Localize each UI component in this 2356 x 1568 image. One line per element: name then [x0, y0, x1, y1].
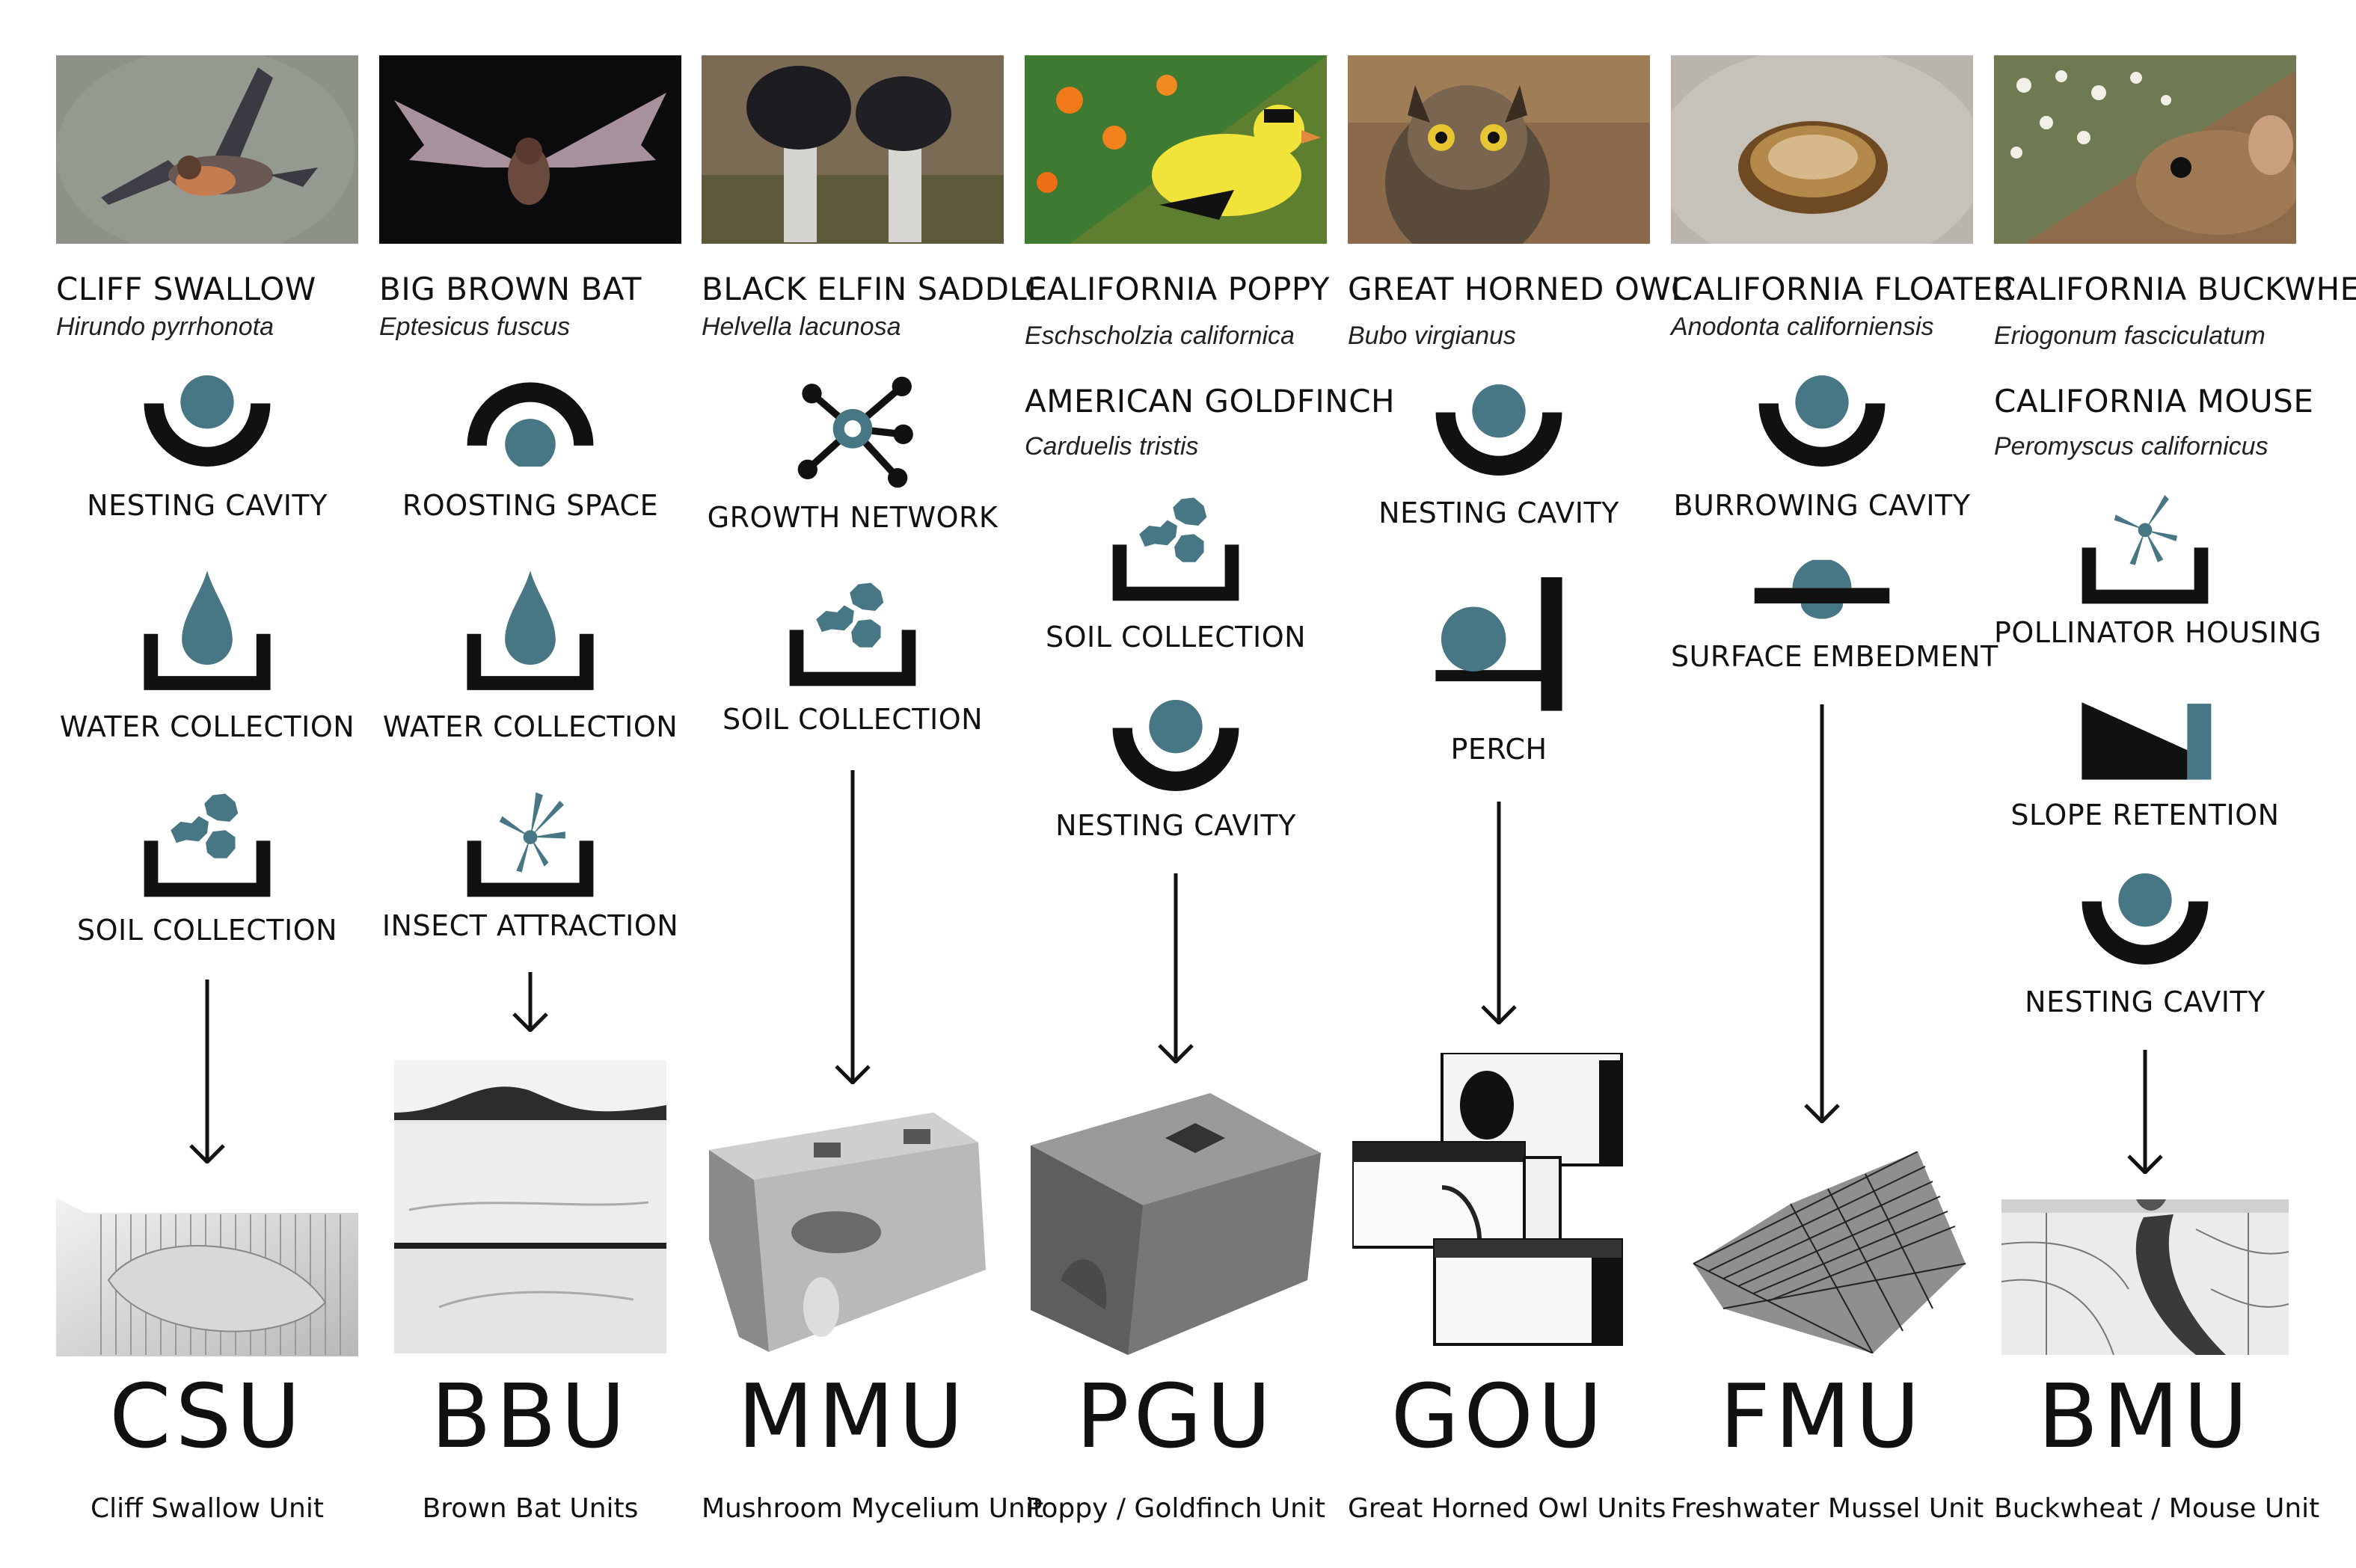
scientific-name-2: Carduelis tristis	[1025, 432, 1199, 461]
california-floater-photo	[1671, 55, 1973, 244]
species-name: GREAT HORNED OWL	[1348, 271, 1690, 307]
scientific-name: Bubo virgianus	[1348, 322, 1516, 350]
down-arrow-icon	[1025, 873, 1327, 1063]
unit-code: CSU	[109, 1365, 305, 1468]
species-name: BIG BROWN BAT	[379, 271, 642, 307]
gou-model-render	[1352, 1053, 1645, 1352]
column-pgu: CALIFORNIA POPPY Eschscholzia californic…	[1025, 0, 1395, 1568]
buckwheat-mouse-photo	[1994, 55, 2296, 244]
pgu-model-render	[1031, 1093, 1321, 1355]
feature-label: ROOSTING SPACE	[402, 489, 659, 522]
column-fmu: CALIFORNIA FLOATER Anodonta californiens…	[1671, 0, 2015, 1568]
poppy-goldfinch-photo	[1025, 55, 1327, 244]
big-brown-bat-photo	[379, 55, 681, 244]
down-arrow-icon	[56, 980, 358, 1163]
soil-collection-icon	[782, 577, 923, 689]
feature-label: SOIL COLLECTION	[1045, 621, 1307, 654]
mmu-model-render	[709, 1113, 996, 1355]
species-name-2: CALIFORNIA MOUSE	[1994, 383, 2314, 419]
species-name: CLIFF SWALLOW	[56, 271, 316, 307]
nesting-cavity-icon	[1105, 700, 1246, 791]
scientific-name: Eptesicus fuscus	[379, 313, 571, 341]
unit-full-name: Cliff Swallow Unit	[91, 1493, 324, 1524]
insect-attraction-icon	[460, 788, 601, 900]
water-collection-icon	[460, 567, 601, 694]
feature-label: NESTING CAVITY	[87, 489, 328, 522]
species-name: CALIFORNIA FLOATER	[1671, 271, 2016, 307]
unit-full-name: Brown Bat Units	[422, 1493, 639, 1524]
feature-label: NESTING CAVITY	[2025, 986, 2265, 1018]
unit-code: BBU	[430, 1365, 631, 1468]
unit-code: MMU	[737, 1365, 968, 1468]
feature-label: SURFACE EMBEDMENT	[1671, 640, 1998, 673]
species-name: CALIFORNIA POPPY	[1025, 271, 1330, 307]
cliff-swallow-photo	[56, 55, 358, 244]
scientific-name: Helvella lacunosa	[702, 313, 901, 341]
scientific-name-2: Peromyscus californicus	[1994, 432, 2268, 461]
fmu-model-render	[1678, 1152, 1966, 1353]
feature-label: WATER COLLECTION	[59, 710, 355, 743]
down-arrow-icon	[1994, 1050, 2296, 1174]
nesting-cavity-icon	[137, 375, 277, 467]
feature-label: INSECT ATTRACTION	[381, 909, 679, 942]
column-bmu: CALIFORNIA BUCKWHEAT Eriogonum fascicula…	[1994, 0, 2356, 1568]
water-collection-icon	[137, 567, 277, 694]
soil-collection-icon	[137, 788, 277, 900]
csu-model-render	[56, 1198, 358, 1356]
perch-icon	[1429, 577, 1569, 718]
bmu-model-render	[2001, 1199, 2289, 1355]
column-bbu: BIG BROWN BAT Eptesicus fuscus ROOSTING …	[379, 0, 681, 1568]
unit-code: GOU	[1390, 1365, 1607, 1468]
feature-label: NESTING CAVITY	[1055, 809, 1296, 842]
unit-full-name: Great Horned Owl Units	[1348, 1493, 1666, 1524]
scientific-name: Eschscholzia californica	[1025, 322, 1295, 350]
great-horned-owl-photo	[1348, 55, 1650, 244]
slope-retention-icon	[2075, 697, 2215, 784]
species-name: BLACK ELFIN SADDLE	[702, 271, 1048, 307]
down-arrow-icon	[379, 972, 681, 1032]
column-gou: GREAT HORNED OWL Bubo virgianus NESTING …	[1348, 0, 1689, 1568]
roosting-space-icon	[460, 375, 601, 467]
nesting-cavity-icon	[1429, 384, 1569, 476]
feature-label: PERCH	[1450, 733, 1547, 766]
feature-label: BURROWING CAVITY	[1673, 489, 1971, 522]
unit-full-name: Buckwheat / Mouse Unit	[1994, 1493, 2320, 1524]
scientific-name: Hirundo pyrrhonota	[56, 313, 274, 341]
nesting-cavity-icon	[2075, 873, 2215, 965]
scientific-name: Anodonta californiensis	[1671, 313, 1934, 341]
unit-full-name: Poppy / Goldfinch Unit	[1025, 1493, 1326, 1524]
surface-embedment-icon	[1752, 559, 1892, 624]
feature-label: POLLINATOR HOUSING	[1994, 616, 2322, 649]
column-csu: CLIFF SWALLOW Hirundo pyrrhonota NESTING…	[56, 0, 358, 1568]
feature-label: GROWTH NETWORK	[707, 501, 998, 534]
burrowing-cavity-icon	[1752, 375, 1892, 467]
feature-label: SOIL COLLECTION	[76, 914, 338, 947]
feature-label: NESTING CAVITY	[1378, 496, 1619, 529]
species-name: CALIFORNIA BUCKWHEAT	[1994, 271, 2356, 307]
down-arrow-icon	[1671, 704, 1973, 1123]
feature-label: WATER COLLECTION	[382, 710, 678, 743]
soil-collection-icon	[1105, 492, 1246, 604]
column-mmu: BLACK ELFIN SADDLE Helvella lacunosa GRO…	[702, 0, 1047, 1568]
unit-code: FMU	[1719, 1365, 1925, 1468]
unit-full-name: Freshwater Mussel Unit	[1671, 1493, 1984, 1524]
down-arrow-icon	[1348, 802, 1650, 1024]
unit-code: PGU	[1076, 1365, 1276, 1468]
unit-code: BMU	[2037, 1365, 2253, 1468]
scientific-name: Eriogonum fasciculatum	[1994, 322, 2265, 350]
down-arrow-icon	[702, 770, 1004, 1084]
species-name-2: AMERICAN GOLDFINCH	[1025, 383, 1396, 419]
black-elfin-saddle-photo	[702, 55, 1004, 244]
bbu-model-render	[394, 1060, 666, 1353]
feature-label: SLOPE RETENTION	[2010, 799, 2280, 831]
pollinator-housing-icon	[2075, 495, 2215, 607]
feature-label: SOIL COLLECTION	[722, 703, 984, 736]
growth-network-icon	[782, 372, 923, 492]
unit-full-name: Mushroom Mycelium Unit	[702, 1493, 1043, 1524]
